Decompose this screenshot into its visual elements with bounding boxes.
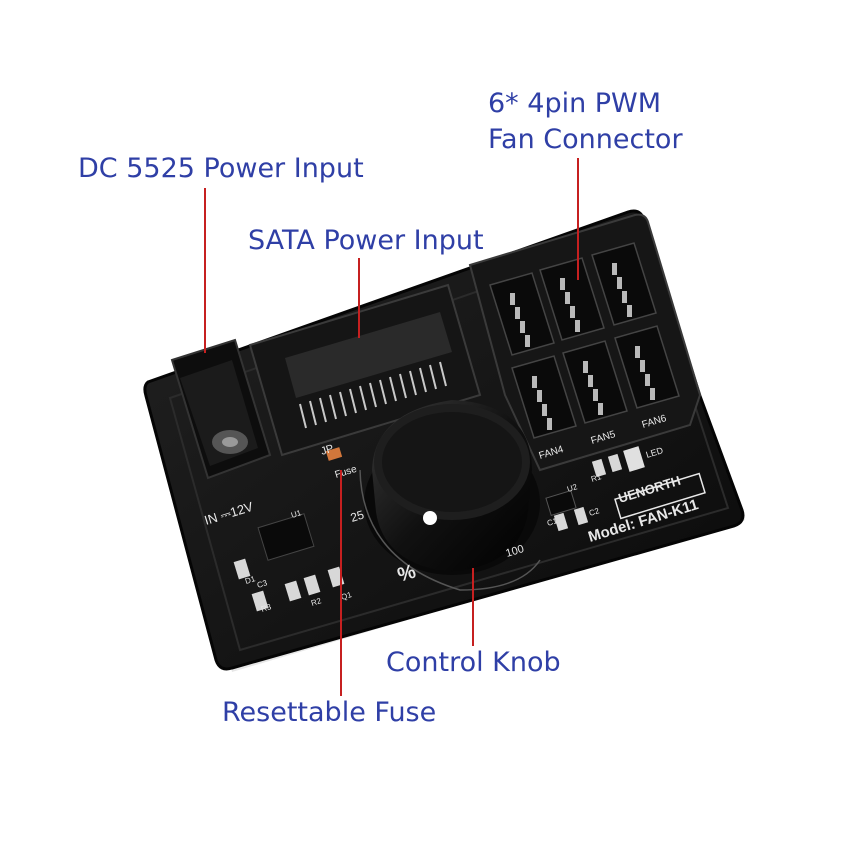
part-designator: Q1 <box>340 590 353 602</box>
dc-power-jack <box>170 338 272 480</box>
callout-control-knob: Control Knob <box>386 647 561 678</box>
fuse-chip-label: JP <box>319 443 335 458</box>
fan-header <box>614 325 680 409</box>
part-designator: R3 <box>260 602 273 614</box>
scale-percent-label: % <box>395 560 419 586</box>
knob-scale-arc <box>359 469 541 591</box>
callout-dc-power: DC 5525 Power Input <box>78 153 364 184</box>
fan-header <box>591 242 657 326</box>
scale-25-label: 25 <box>349 507 366 524</box>
part-designator: D1 <box>244 574 257 586</box>
part-designator: R1 <box>590 472 603 484</box>
part-designator: C2 <box>588 506 601 518</box>
part-designator: C1 <box>546 516 559 528</box>
knob-indicator-dot <box>423 511 437 525</box>
leader-knob <box>472 568 474 646</box>
fan-header <box>562 340 628 424</box>
leader-pwm <box>577 158 579 280</box>
fan-connector-block <box>468 213 702 472</box>
sata-connector <box>248 283 482 457</box>
callout-sata-power: SATA Power Input <box>248 225 484 256</box>
part-designator: R2 <box>310 596 323 608</box>
control-knob <box>364 400 540 575</box>
leader-dc <box>204 188 206 353</box>
fan-header <box>511 355 577 439</box>
fan-header <box>489 272 555 356</box>
leader-fuse <box>340 470 342 696</box>
part-designator: C3 <box>256 578 269 590</box>
scale-100-label: 100 <box>504 543 525 560</box>
part-designator: U2 <box>566 482 579 494</box>
leader-sata <box>358 258 360 338</box>
part-designator: U1 <box>290 508 303 520</box>
callout-pwm-line2: Fan Connector <box>488 124 683 155</box>
fan-header <box>539 257 605 341</box>
callout-fuse: Resettable Fuse <box>222 697 437 728</box>
callout-pwm-line1: 6* 4pin PWM <box>488 88 662 119</box>
